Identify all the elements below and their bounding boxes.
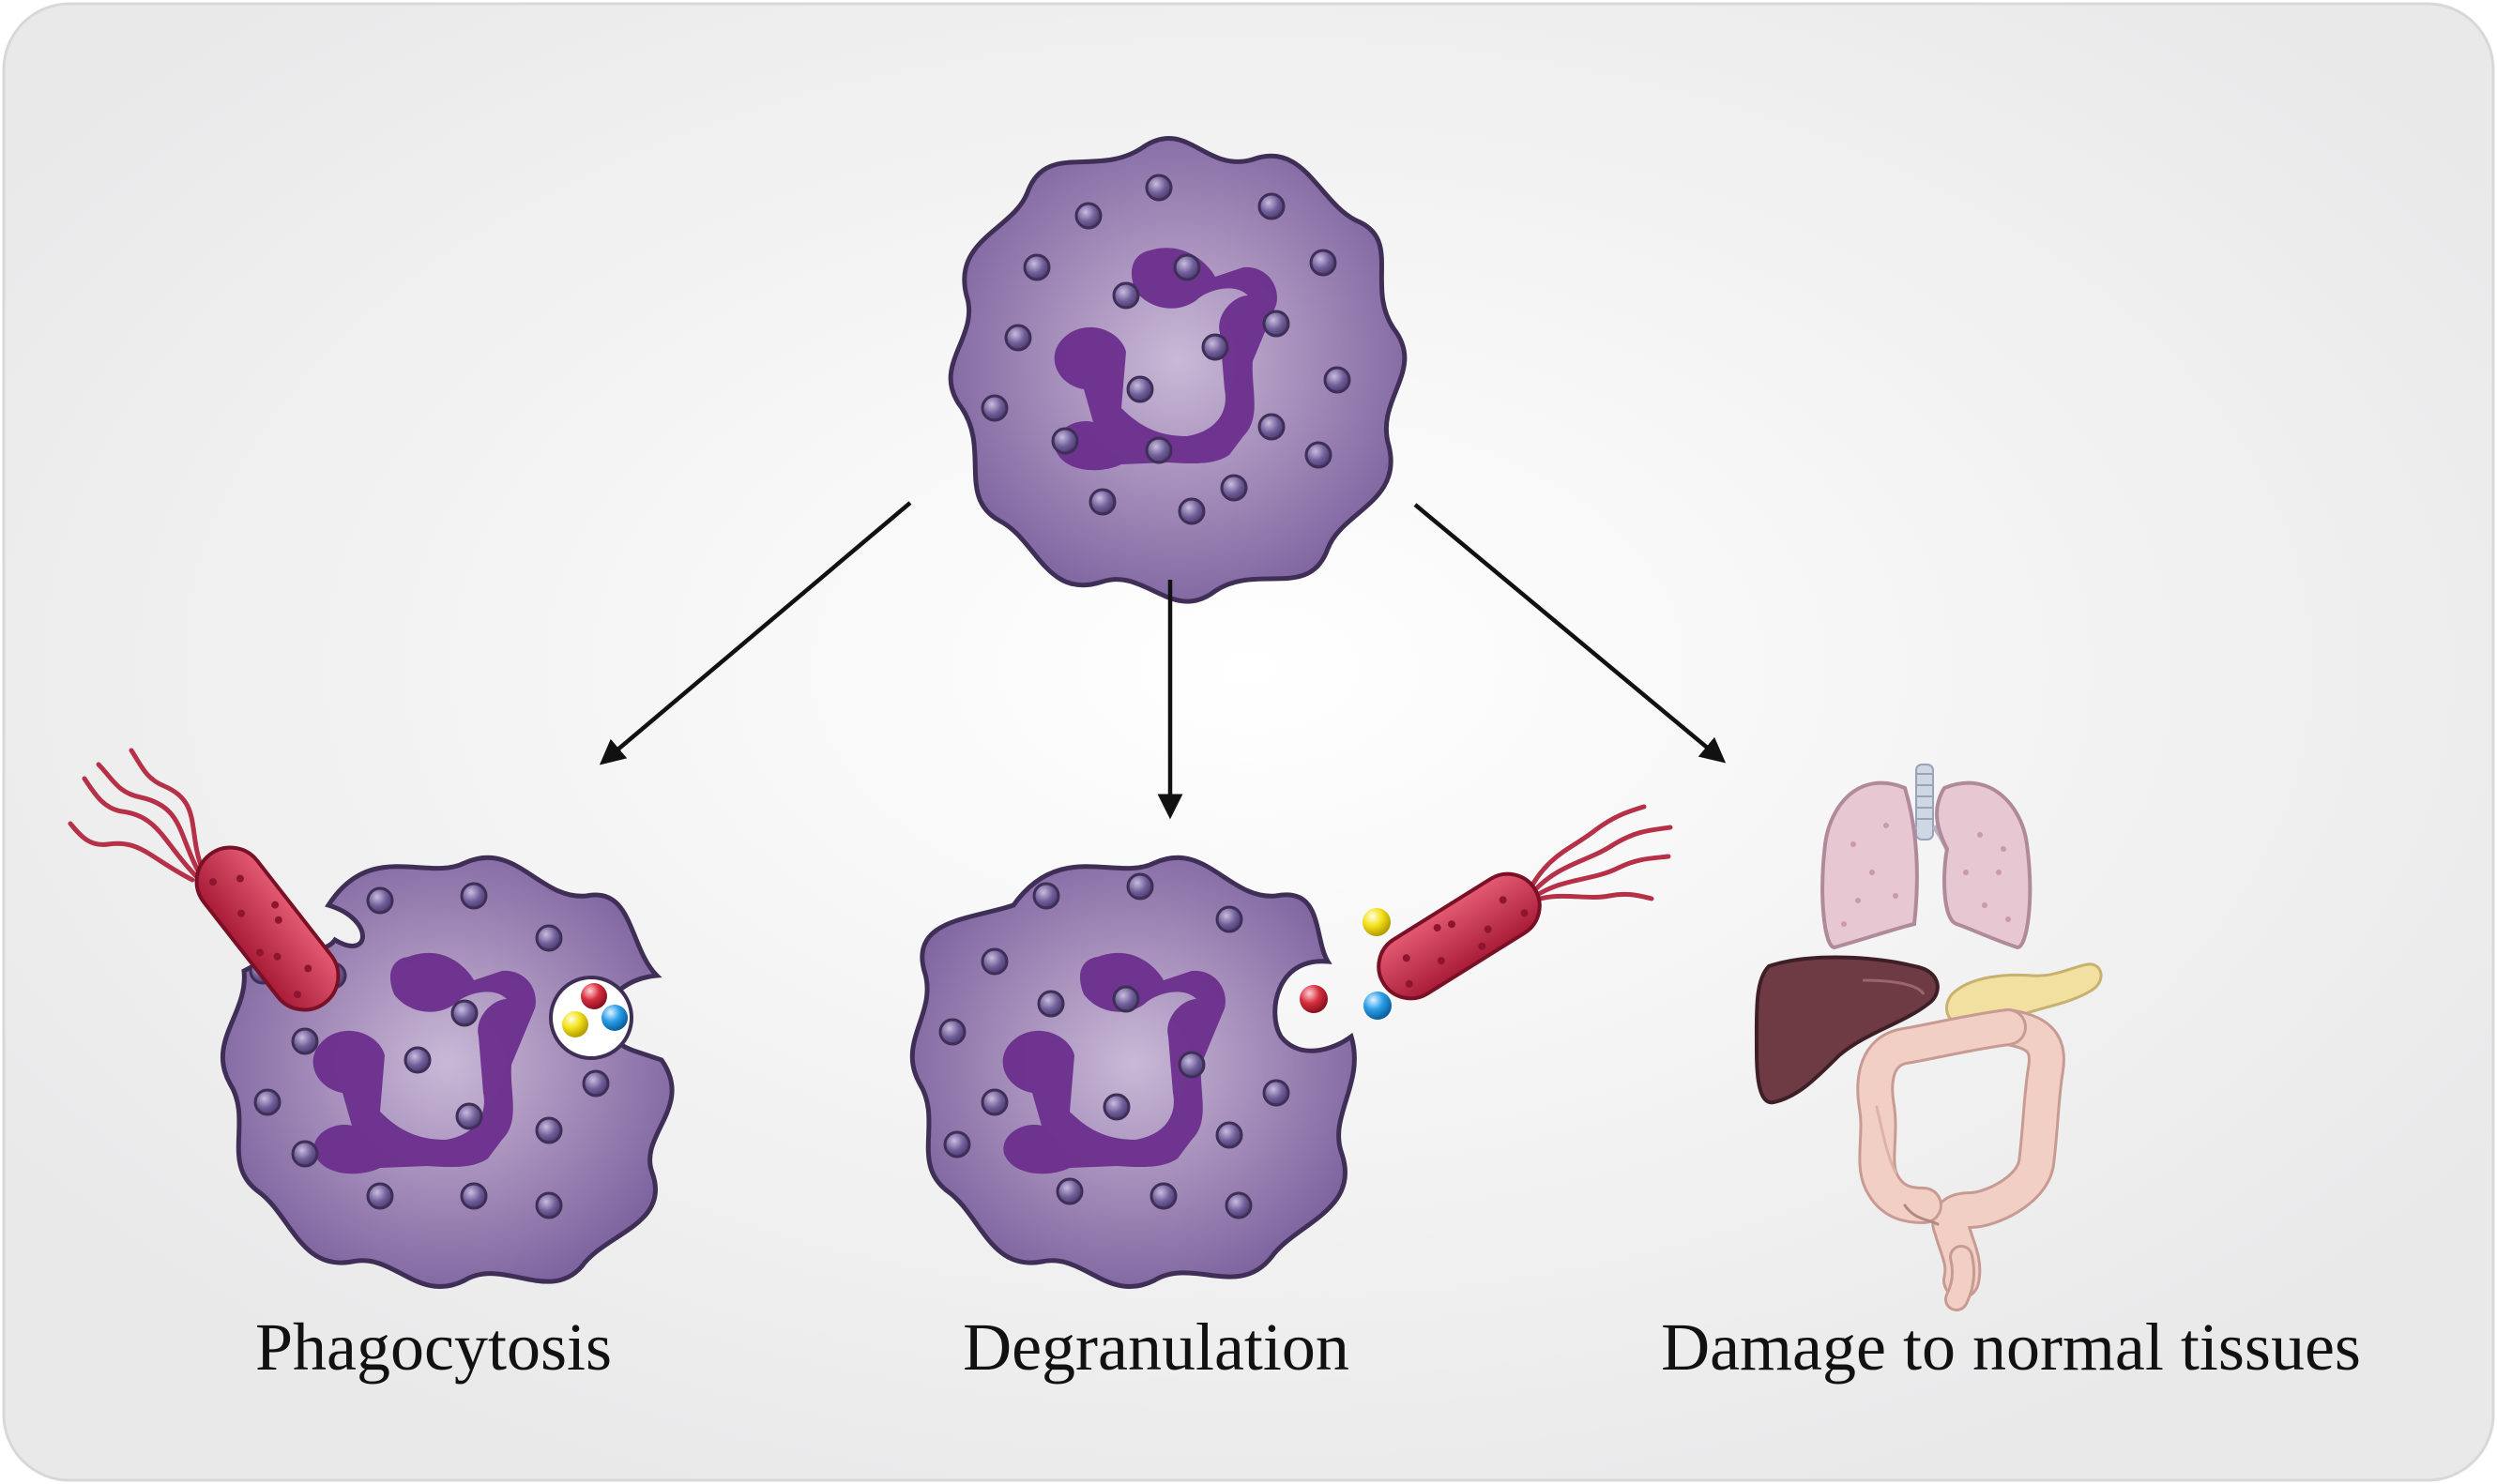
neutrophil-degranulation-icon [909,855,1357,1289]
arrows [599,501,1727,820]
label-damage-to-normal-tissues: Damage to normal tissues [1661,1310,2361,1385]
bacterium-left-icon [68,748,341,1012]
neutrophil-top-icon [948,135,1408,604]
granules-phago [249,882,610,1219]
granules-degran [938,872,1290,1219]
released-granules-icon [1300,908,1392,1020]
liver-icon [1754,955,1940,1105]
arrow-right [1413,503,1727,764]
organs-icon [1754,764,2103,1311]
phagosome-icon [549,976,633,1060]
lungs-icon [1820,764,2033,950]
arrow-left [599,501,912,765]
bacterium-right-icon [1377,804,1673,1001]
intestine-icon [1856,1008,2065,1311]
nucleus-top [1054,248,1277,471]
granules-top [981,174,1351,525]
label-phagocytosis: Phagocytosis [254,1310,613,1385]
nucleus-degran [1002,952,1226,1174]
label-degranulation: Degranulation [963,1310,1349,1385]
